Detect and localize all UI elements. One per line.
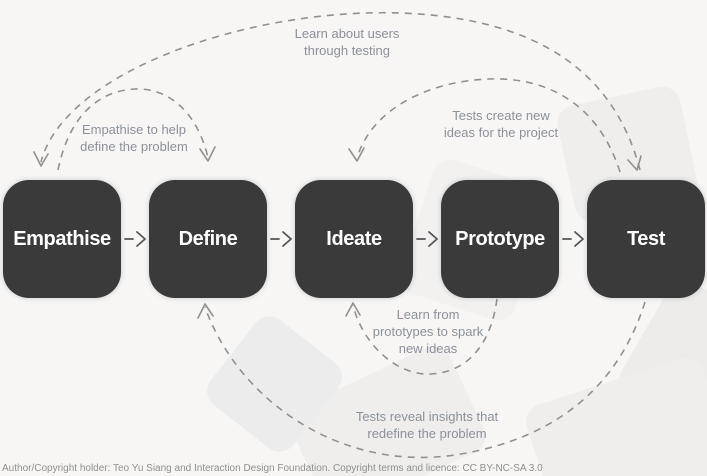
arc-prototype-to-ideate: [352, 298, 498, 375]
annotation-learn-about-users: Learn about users through testing: [294, 26, 400, 58]
arc-test-to-define: [204, 301, 646, 459]
arrowhead-into-ideate-bottom-icon: [345, 302, 361, 317]
stage-label: Empathise: [13, 227, 111, 250]
arrowhead-into-define-bottom-icon: [197, 303, 214, 319]
stage-box-test: Test: [587, 180, 705, 298]
annotation-tests-reveal-insights: Tests reveal insights that redefine the …: [355, 409, 499, 441]
flow-arrow-icon: [416, 231, 438, 247]
stage-label: Define: [178, 227, 238, 250]
stage-label: Prototype: [455, 227, 545, 250]
flow-arrow-icon: [562, 231, 584, 247]
stage-box-empathise: Empathise: [3, 180, 121, 298]
arrowhead-into-empathise-icon: [33, 151, 49, 167]
arrowhead-into-test-icon: [627, 155, 642, 171]
stage-box-ideate: Ideate: [295, 180, 413, 298]
annotation-learn-from-prototypes: Learn from prototypes to spark new ideas: [372, 307, 484, 356]
stage-label: Test: [626, 227, 666, 250]
arc-test-to-ideate: [356, 78, 621, 173]
flow-arrow-icon: [270, 231, 292, 247]
arc-empathise-to-define: [57, 88, 209, 171]
annotation-tests-create-ideas: Tests create new ideas for the project: [443, 108, 559, 140]
arrowhead-into-define-top-icon: [199, 146, 216, 162]
arrowhead-into-ideate-top-icon: [348, 147, 365, 162]
stage-box-define: Define: [149, 180, 267, 298]
stage-label: Ideate: [326, 227, 382, 250]
stage-box-prototype: Prototype: [441, 180, 559, 298]
annotation-empathise-to-define: Empathise to help define the problem: [80, 122, 188, 154]
flow-arrow-icon: [124, 231, 146, 247]
copyright-credit: Author/Copyright holder: Teo Yu Siang an…: [2, 463, 543, 474]
